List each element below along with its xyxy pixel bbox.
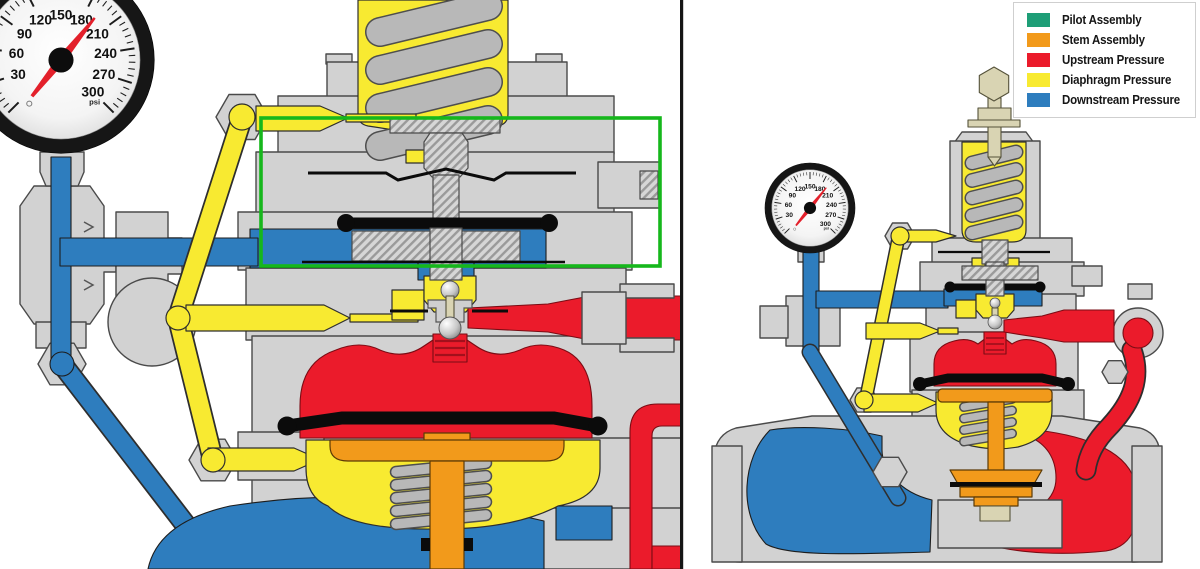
pipe-fitting-overlays bbox=[581, 283, 675, 353]
svg-text:60: 60 bbox=[785, 202, 793, 209]
svg-text:180: 180 bbox=[70, 13, 93, 28]
svg-text:90: 90 bbox=[17, 26, 33, 41]
svg-text:240: 240 bbox=[826, 202, 837, 209]
legend: Pilot Assembly Stem Assembly Upstream Pr… bbox=[1013, 2, 1196, 118]
svg-text:120: 120 bbox=[29, 13, 52, 28]
legend-swatch bbox=[1027, 93, 1050, 107]
svg-text:120: 120 bbox=[795, 186, 806, 193]
plug-nut bbox=[979, 505, 1011, 522]
adjusting-bolt-head bbox=[978, 66, 1010, 102]
hex-fitting bbox=[1101, 360, 1129, 384]
pilot-assembly-stack bbox=[302, 117, 576, 340]
legend-swatch bbox=[1027, 33, 1050, 47]
svg-text:300: 300 bbox=[820, 221, 831, 228]
svg-text:150: 150 bbox=[50, 8, 73, 23]
valve-plug bbox=[949, 469, 1043, 485]
legend-label: Downstream Pressure bbox=[1062, 93, 1180, 107]
pilot-ball bbox=[987, 314, 1003, 330]
flow-arrow bbox=[83, 221, 95, 291]
diaphragm-pressure-paths bbox=[854, 141, 1053, 450]
legend-item: Upstream Pressure bbox=[1027, 53, 1187, 67]
svg-text:180: 180 bbox=[814, 186, 825, 193]
svg-text:210: 210 bbox=[86, 26, 109, 41]
legend-item: Diaphragm Pressure bbox=[1027, 73, 1187, 87]
diaphragm-plate bbox=[329, 439, 565, 462]
legend-item: Pilot Assembly bbox=[1027, 13, 1187, 27]
adjusting-screw-assembly bbox=[967, 66, 1021, 167]
legend-swatch bbox=[1027, 13, 1050, 27]
gauge-unit-label: psi bbox=[89, 98, 100, 107]
pilot-spring bbox=[964, 144, 1024, 241]
pilot-ball bbox=[989, 297, 1001, 309]
svg-text:210: 210 bbox=[822, 193, 833, 200]
outlet-flange bbox=[1131, 445, 1163, 563]
legend-label: Pilot Assembly bbox=[1062, 13, 1142, 27]
panel-divider bbox=[680, 0, 684, 569]
inlet-flange bbox=[711, 445, 743, 563]
svg-text:90: 90 bbox=[789, 193, 797, 200]
diaphragm-seals bbox=[277, 411, 608, 551]
svg-text:270: 270 bbox=[92, 67, 115, 82]
svg-text:300: 300 bbox=[81, 85, 104, 100]
legend-label: Upstream Pressure bbox=[1062, 53, 1165, 67]
legend-swatch bbox=[1027, 73, 1050, 87]
diaphragm-plate bbox=[937, 388, 1053, 403]
legend-item: Stem Assembly bbox=[1027, 33, 1187, 47]
svg-text:150: 150 bbox=[804, 184, 815, 191]
stem-assembly-parts bbox=[329, 432, 565, 569]
highlight-rectangle bbox=[259, 116, 662, 268]
svg-text:60: 60 bbox=[9, 46, 25, 61]
stem-assembly-parts bbox=[937, 388, 1053, 522]
left-detail-view bbox=[19, 0, 683, 569]
pilot-ball bbox=[438, 316, 462, 340]
legend-label: Diaphragm Pressure bbox=[1062, 73, 1172, 87]
valve-stem bbox=[429, 460, 465, 569]
spring-washer bbox=[967, 119, 1021, 128]
legend-item: Downstream Pressure bbox=[1027, 93, 1187, 107]
svg-text:30: 30 bbox=[10, 67, 26, 82]
gauge-unit-label: psi bbox=[824, 227, 829, 231]
svg-text:30: 30 bbox=[786, 212, 794, 219]
svg-text:240: 240 bbox=[94, 46, 117, 61]
legend-swatch bbox=[1027, 53, 1050, 67]
lock-nut bbox=[977, 107, 1012, 122]
legend-label: Stem Assembly bbox=[1062, 33, 1145, 47]
hex-fitting bbox=[872, 456, 908, 488]
pilot-assembly-stack bbox=[961, 239, 1039, 330]
svg-text:270: 270 bbox=[825, 212, 836, 219]
